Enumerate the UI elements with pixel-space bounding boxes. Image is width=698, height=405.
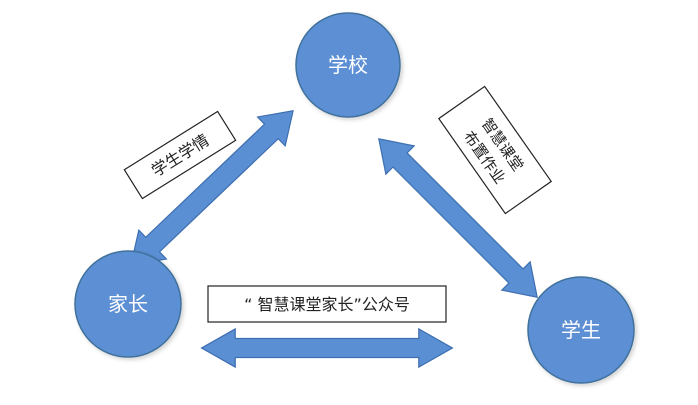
student-node-label: 学生 — [561, 318, 601, 342]
parent-node: 家长 — [74, 250, 182, 358]
parent-student-label: “ 智慧课堂家长”公众号 — [244, 295, 410, 314]
school-student-label-box: 智慧课堂 布置作业 — [437, 85, 553, 215]
parent-node-label: 家长 — [108, 292, 148, 316]
school-node-label: 学校 — [328, 53, 368, 77]
student-node: 学生 — [527, 276, 635, 384]
school-node: 学校 — [295, 12, 401, 118]
parent-student-arrow — [200, 328, 454, 368]
parent-student-label-box: “ 智慧课堂家长”公众号 — [207, 285, 447, 323]
